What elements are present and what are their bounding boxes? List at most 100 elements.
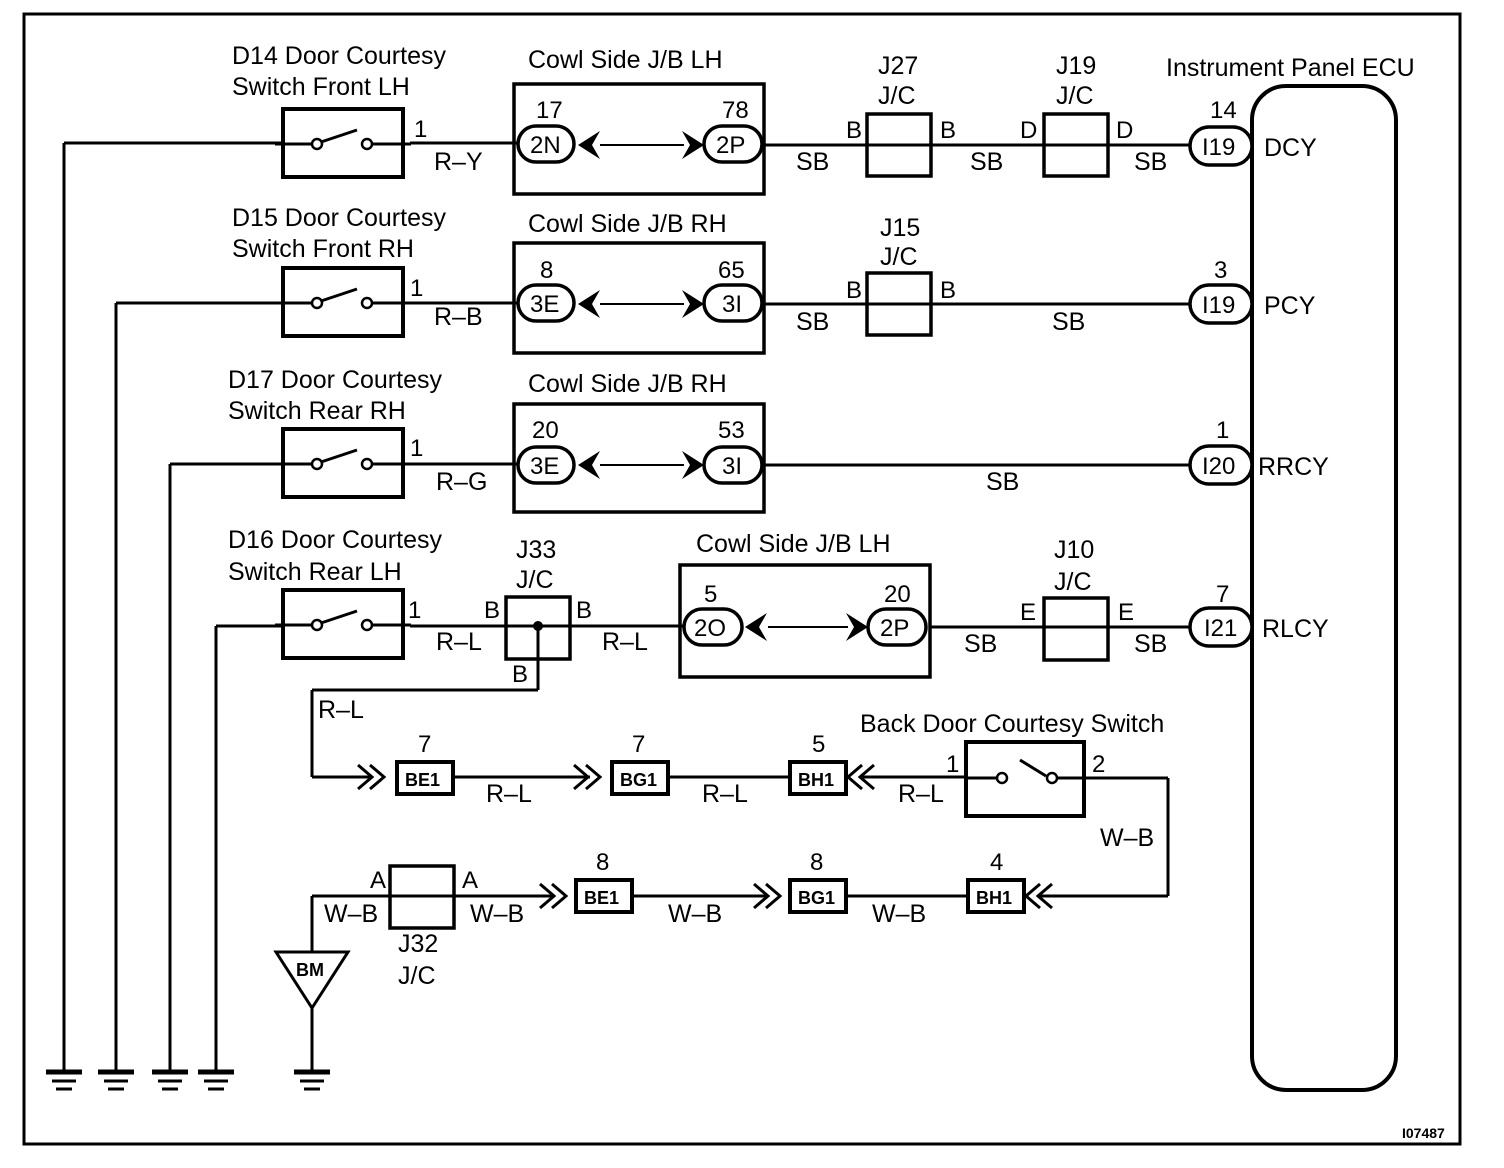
diagram-frame: [22, 12, 1462, 1146]
pin-label: 7: [632, 731, 645, 758]
pin-label: D: [1116, 117, 1133, 144]
back-door-wb-circuit: BH1 4 W–B BG1 8 W–B BE1 8 W–B A A J32 J/…: [273, 849, 1168, 1089]
connector-2p: [702, 124, 764, 164]
switch-d16-title: D16 Door Courtesy: [228, 526, 442, 554]
figure-id: I07487: [1402, 1125, 1445, 1141]
jc-name: J10: [1054, 536, 1094, 564]
pin-label: 2: [1092, 751, 1105, 778]
wire-color-label: SB: [1134, 148, 1167, 176]
junction-connector-j19: [1042, 112, 1110, 178]
pin-label: B: [576, 597, 592, 624]
circuit-row-d15: D15 Door Courtesy Switch Front RH 1 R–B …: [98, 204, 1316, 1089]
junction-block-cowl-lh: [512, 82, 766, 196]
connector-label: I19: [1202, 134, 1235, 161]
connector-be1: [574, 878, 634, 914]
wire-color-label: R–L: [486, 780, 532, 808]
pin-label: A: [370, 867, 386, 894]
jc-type: J/C: [1054, 568, 1092, 596]
pin-label: B: [940, 277, 956, 304]
pin-label: D: [1020, 117, 1037, 144]
pin-label: 1: [408, 597, 421, 624]
connector-label: BH1: [798, 770, 834, 790]
instrument-panel-ecu: Instrument Panel ECU: [1166, 54, 1415, 1092]
wire-color-label: SB: [964, 630, 997, 658]
pin-label: 17: [536, 97, 563, 124]
connector-label: 2O: [694, 615, 726, 642]
connector-2n: [516, 124, 576, 164]
wire-color-label: SB: [1134, 630, 1167, 658]
switch-d17-subtitle: Switch Rear RH: [228, 397, 406, 425]
pin-label: 53: [718, 417, 745, 444]
switch-d17-title: D17 Door Courtesy: [228, 366, 442, 394]
pin-label: E: [1118, 599, 1134, 626]
wire-color-label: R–B: [434, 303, 483, 331]
junction-connector-j15: [865, 271, 933, 337]
jc-name: J19: [1056, 52, 1096, 80]
switch-d17: [273, 427, 413, 499]
ecu-signal-label: RLCY: [1262, 615, 1329, 643]
connector-bh1: [966, 878, 1026, 914]
jc-name: J32: [398, 930, 438, 958]
wire-color-label: R–Y: [434, 148, 483, 176]
pin-label: 78: [722, 97, 749, 124]
ecu-connector-i21-rlcy: [1188, 606, 1254, 648]
jc-name: J33: [516, 536, 556, 564]
jc-name: J15: [880, 214, 920, 242]
ground-point-label: BM: [296, 960, 324, 980]
wire-color-label: R–L: [602, 628, 648, 656]
connector-bg1: [788, 878, 848, 914]
connector-2o: [682, 607, 744, 647]
connector-label: BG1: [620, 770, 657, 790]
connector-label: BH1: [976, 888, 1012, 908]
pin-label: 8: [540, 257, 553, 284]
pin-label: E: [1020, 599, 1036, 626]
back-door-courtesy-switch: [964, 740, 1168, 818]
pin-label: 65: [718, 257, 745, 284]
connector-3e: [516, 445, 576, 485]
jc-type: J/C: [878, 82, 916, 110]
pin-label: 3: [1214, 257, 1227, 284]
connector-3i: [702, 283, 764, 323]
ecu-signal-label: DCY: [1264, 134, 1317, 162]
connector-label: 3I: [722, 453, 742, 480]
back-door-switch-title: Back Door Courtesy Switch: [860, 710, 1164, 738]
jc-type: J/C: [516, 566, 554, 594]
ecu-signal-label: PCY: [1264, 292, 1316, 320]
pin-label: 1: [946, 751, 959, 778]
pin-label: 1: [410, 275, 423, 302]
switch-d14: [273, 107, 413, 179]
switch-d15-title: D15 Door Courtesy: [232, 204, 446, 232]
connector-3e: [516, 283, 576, 323]
back-door-rl-circuit: BE1 7 R–L BG1 7 R–L BH1 5 R–L 1 Back Doo…: [312, 710, 1170, 896]
pin-label: 8: [596, 849, 609, 876]
connector-label: 2N: [530, 132, 561, 159]
pin-label: A: [462, 867, 478, 894]
circuit-row-d14: D14 Door Courtesy Switch Front LH 1 R–Y …: [46, 42, 1317, 1089]
wire-color-label: R–L: [436, 628, 482, 656]
connector-label: 3I: [722, 291, 742, 318]
pin-label: 5: [704, 581, 717, 608]
switch-d16-subtitle: Switch Rear LH: [228, 558, 402, 586]
junction-block-cowl-lh: [678, 563, 932, 679]
pin-label: 8: [810, 849, 823, 876]
wire-color-label: W–B: [324, 900, 378, 928]
pin-label: 1: [414, 116, 427, 143]
switch-d15: [273, 266, 413, 338]
switch-d14-subtitle: Switch Front LH: [232, 73, 410, 101]
pin-label: 5: [812, 731, 825, 758]
connector-2p: [866, 607, 928, 647]
jc-type: J/C: [1056, 82, 1094, 110]
connector-label: 2P: [716, 132, 745, 159]
junction-block-cowl-rh: [512, 402, 766, 514]
connector-label: BE1: [584, 888, 619, 908]
pin-label: 7: [418, 731, 431, 758]
pin-label: B: [846, 277, 862, 304]
wire-color-label: SB: [1052, 308, 1085, 336]
switch-d14-title: D14 Door Courtesy: [232, 42, 446, 70]
connector-label: BE1: [405, 770, 440, 790]
junction-block-title: Cowl Side J/B LH: [696, 530, 891, 558]
junction-block-title: Cowl Side J/B LH: [528, 46, 723, 74]
wire-color-label: W–B: [872, 900, 926, 928]
junction-block-title: Cowl Side J/B RH: [528, 210, 727, 238]
